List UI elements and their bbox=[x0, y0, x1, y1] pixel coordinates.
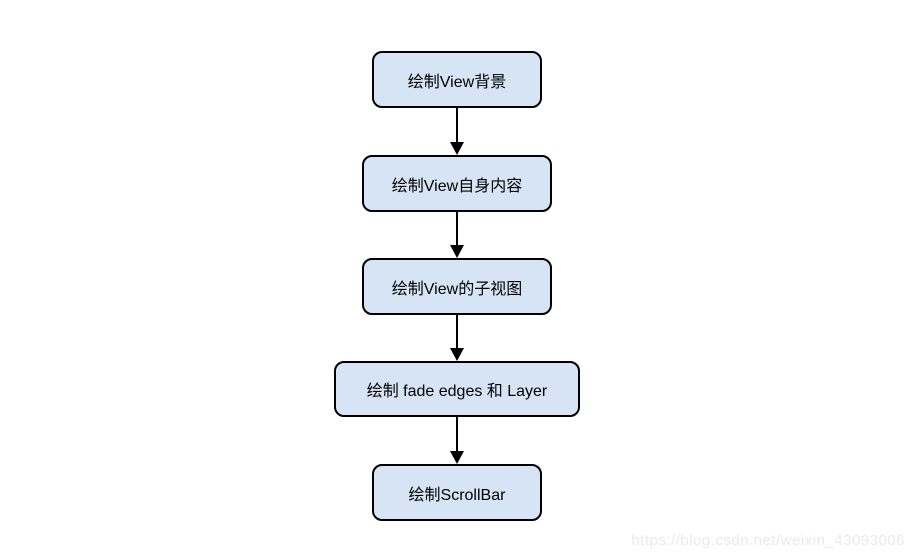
arrow-connector-2 bbox=[450, 212, 464, 258]
flow-node-label: 绘制View背景 bbox=[407, 73, 507, 91]
arrow-down-icon bbox=[450, 245, 464, 258]
arrow-down-icon bbox=[450, 142, 464, 155]
flow-node-draw-scrollbar: 绘制ScrollBar bbox=[372, 464, 542, 521]
flow-node-draw-view-children: 绘制View的子视图 bbox=[362, 258, 552, 315]
arrow-line bbox=[456, 212, 458, 245]
arrow-line bbox=[456, 417, 458, 451]
arrow-connector-3 bbox=[450, 315, 464, 361]
arrow-connector-4 bbox=[450, 417, 464, 464]
arrow-down-icon bbox=[450, 348, 464, 361]
arrow-line bbox=[456, 315, 458, 348]
flow-node-draw-view-own-content: 绘制View自身内容 bbox=[362, 155, 552, 212]
arrow-line bbox=[456, 108, 458, 142]
flow-node-draw-fade-edges-and-layer: 绘制 fade edges 和 Layer bbox=[334, 361, 580, 417]
flow-node-draw-view-background: 绘制View背景 bbox=[372, 51, 542, 108]
flow-node-label: 绘制ScrollBar bbox=[408, 486, 506, 504]
csdn-watermark: https://blog.csdn.net/weixin_43093006 bbox=[631, 532, 905, 549]
flow-node-label: 绘制 fade edges 和 Layer bbox=[366, 383, 548, 400]
flow-node-label: 绘制View的子视图 bbox=[391, 280, 523, 298]
arrow-connector-1 bbox=[450, 108, 464, 155]
flow-node-label: 绘制View自身内容 bbox=[391, 177, 523, 195]
arrow-down-icon bbox=[450, 451, 464, 464]
